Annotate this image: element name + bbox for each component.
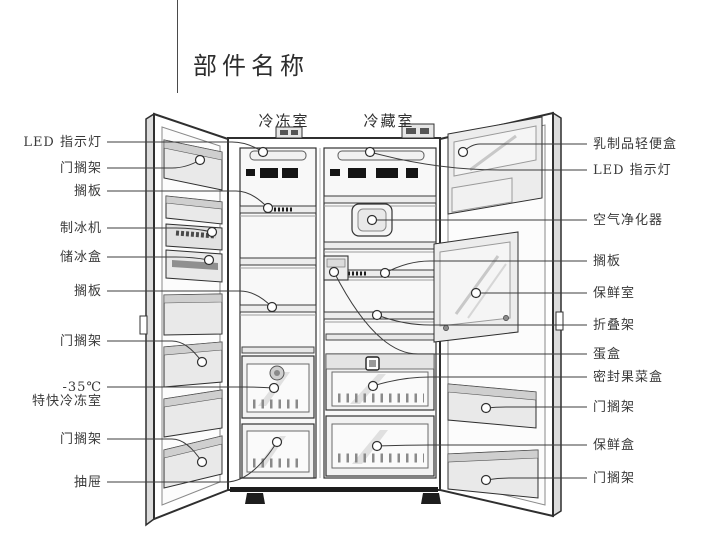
callout-shelf-right bbox=[379, 267, 391, 279]
fridge-led-vents bbox=[330, 168, 418, 178]
freezer-shelf-2 bbox=[239, 257, 317, 269]
callout-air-purifier bbox=[366, 214, 378, 226]
callout-fresh-box bbox=[371, 440, 383, 452]
right-door-handle-notch bbox=[555, 311, 564, 331]
callout-led-indicator-right bbox=[364, 146, 376, 158]
part-label-egg-box: 蛋盒 bbox=[593, 346, 621, 362]
freezer-cavity bbox=[239, 147, 317, 479]
right-door-bin-bottom bbox=[447, 449, 539, 499]
leader-led-indicator-right bbox=[369, 151, 587, 171]
callout-folding-shelf bbox=[371, 309, 383, 321]
left-door-bin-6 bbox=[163, 435, 223, 489]
callout-express-freezer bbox=[268, 382, 280, 394]
leader-folding-shelf bbox=[376, 314, 587, 326]
callout-ice-storage-box bbox=[203, 254, 215, 266]
dairy-box-panel bbox=[447, 116, 543, 215]
callout-door-shelf-lower bbox=[196, 456, 208, 468]
freezer-shelf-3 bbox=[239, 304, 317, 316]
fridge-lamp bbox=[337, 150, 425, 161]
left-door-bin-2 bbox=[165, 195, 223, 225]
hinge-cover-right bbox=[401, 123, 435, 139]
part-label-fresh-room: 保鲜室 bbox=[593, 285, 635, 301]
part-label-ice-maker: 制冰机 bbox=[60, 221, 102, 236]
part-label-shelf-lower: 搁板 bbox=[74, 284, 102, 299]
compartment-label-freezer: 冷冻室 bbox=[258, 112, 309, 130]
part-label-sealed-crisper-box: 密封果菜盒 bbox=[593, 369, 663, 385]
egg-box-unit bbox=[323, 255, 349, 281]
part-label-led-indicator: LED 指示灯 bbox=[23, 135, 102, 150]
part-label-fresh-box: 保鲜盒 bbox=[593, 437, 635, 453]
hinge-cover-left bbox=[275, 126, 303, 139]
callout-sealed-crisper-box bbox=[367, 380, 379, 392]
part-label-ice-storage-box: 储冰盒 bbox=[60, 249, 102, 265]
left-door-bin-1 bbox=[163, 139, 223, 191]
callout-shelf-lower bbox=[266, 301, 278, 313]
part-label-door-shelf-right-bottom: 门搁架 bbox=[593, 471, 635, 486]
callout-shelf-upper bbox=[262, 202, 274, 214]
left-door-bin-4 bbox=[163, 341, 223, 388]
leader-door-shelf-mid bbox=[107, 340, 203, 363]
kickplate bbox=[230, 487, 438, 492]
part-label-air-purifier: 空气净化器 bbox=[593, 212, 663, 228]
part-label-dairy-box: 乳制品轻便盒 bbox=[593, 136, 677, 152]
callout-ice-maker bbox=[206, 226, 218, 238]
left-door-bin-3 bbox=[163, 293, 223, 336]
callout-drawer bbox=[271, 436, 283, 448]
page-title: 部件名称 bbox=[193, 52, 309, 80]
part-label-express-freezer: -35℃特快冷冻室 bbox=[32, 380, 102, 409]
part-label-folding-shelf: 折叠架 bbox=[593, 318, 635, 333]
part-label-door-shelf-lower: 门搁架 bbox=[60, 432, 102, 447]
leader-sealed-crisper-box bbox=[372, 376, 587, 387]
freezer-led-vents bbox=[246, 168, 298, 178]
callout-egg-box bbox=[328, 266, 340, 278]
labels-layer: 冷冻室冷藏室LED 指示灯门搁架搁板制冰机储冰盒搁板门搁架-35℃特快冷冻室门搁… bbox=[23, 112, 677, 490]
compartment-label-fridge: 冷藏室 bbox=[363, 112, 414, 130]
leader-shelf-right bbox=[384, 260, 587, 274]
callout-door-shelf-right-bottom bbox=[480, 474, 492, 486]
part-label-door-shelf-top: 门搁架 bbox=[60, 161, 102, 176]
left-door bbox=[139, 112, 229, 527]
callout-fresh-room bbox=[470, 287, 482, 299]
sealed-crisper-drawer bbox=[325, 353, 435, 411]
part-label-led-indicator-right: LED 指示灯 bbox=[593, 163, 672, 178]
fresh-room-unit bbox=[433, 231, 519, 343]
freezer-bottom-drawer bbox=[241, 423, 315, 479]
leader-drawer bbox=[107, 441, 278, 483]
callout-door-shelf-top bbox=[194, 154, 206, 166]
leader-fresh-box bbox=[376, 444, 587, 447]
title-rule bbox=[177, 0, 178, 93]
right-foot bbox=[421, 493, 441, 504]
left-foot bbox=[245, 493, 265, 504]
left-door-handle-notch bbox=[139, 315, 148, 335]
part-label-shelf-upper: 搁板 bbox=[74, 184, 102, 199]
leader-egg-box bbox=[333, 271, 587, 355]
part-label-drawer: 抽屉 bbox=[74, 475, 102, 490]
right-door bbox=[433, 111, 564, 518]
ice-storage-box-unit bbox=[165, 249, 223, 283]
left-door-bin-5 bbox=[163, 389, 223, 438]
callout-led-indicator bbox=[257, 146, 269, 158]
right-door-bin-mid bbox=[447, 383, 537, 429]
leader-door-shelf-lower bbox=[107, 438, 203, 463]
part-label-door-shelf-right-mid: 门搁架 bbox=[593, 400, 635, 415]
freezer-drawer-ledge bbox=[241, 346, 315, 354]
callout-door-shelf-right-mid bbox=[480, 402, 492, 414]
callout-door-shelf-mid bbox=[196, 356, 208, 368]
part-label-door-shelf-mid: 门搁架 bbox=[60, 334, 102, 349]
callout-dairy-box bbox=[457, 146, 469, 158]
part-label-shelf-right: 搁板 bbox=[593, 254, 621, 269]
